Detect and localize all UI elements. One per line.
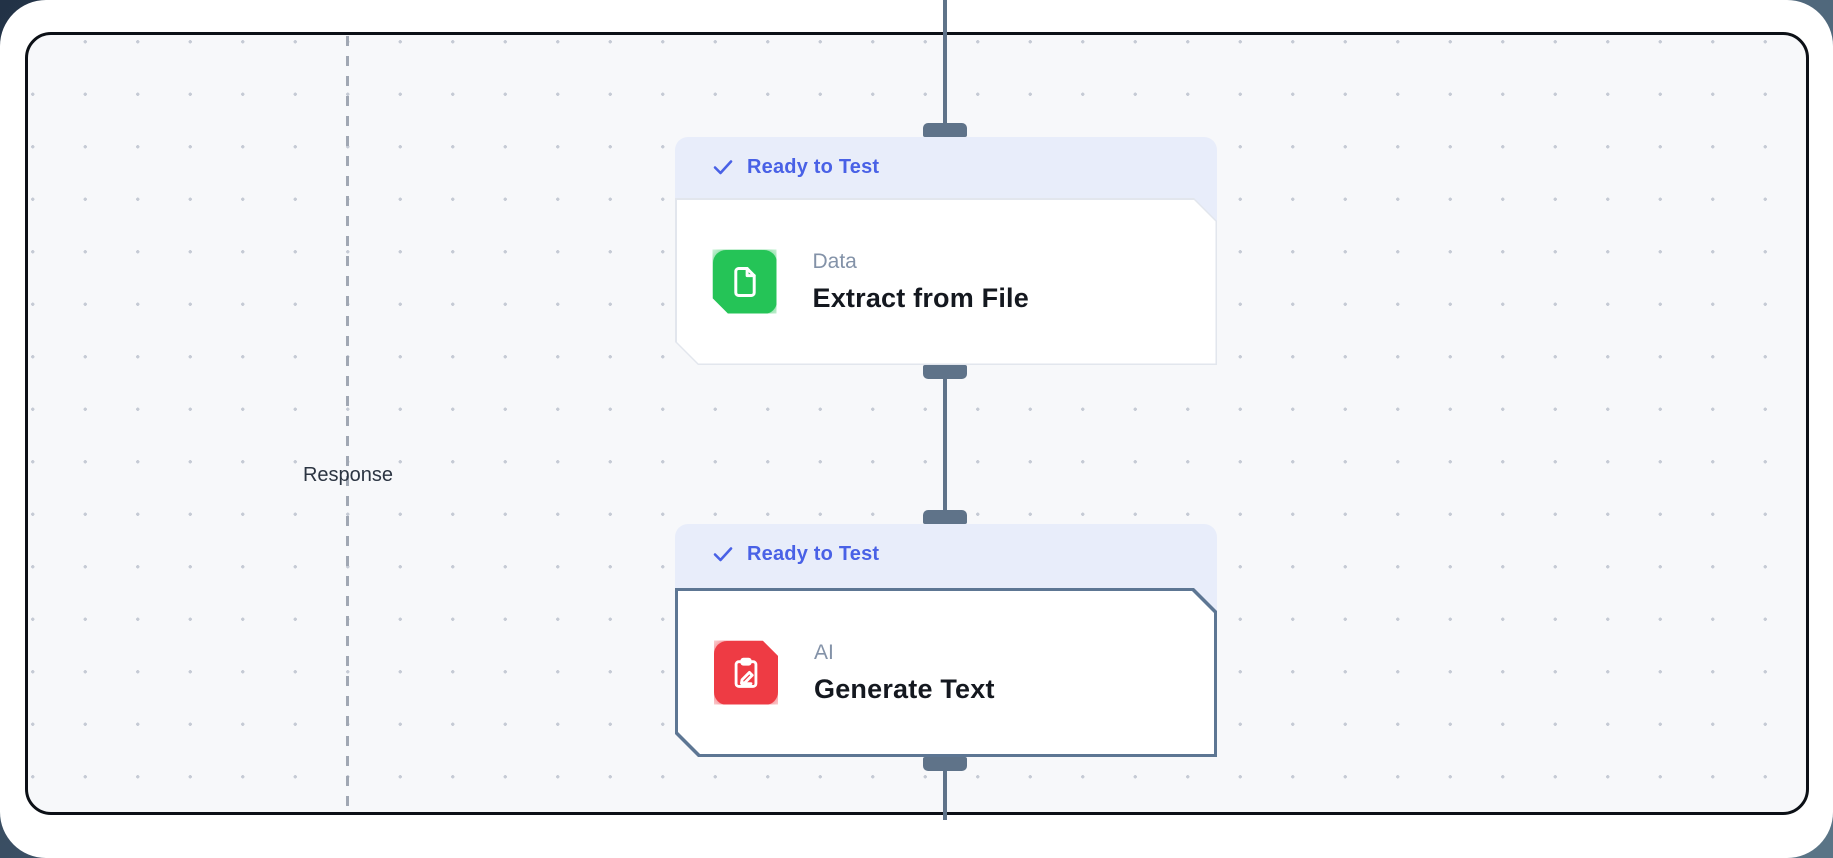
node-category-label: AI (814, 641, 834, 664)
node-category-label: Data (812, 250, 857, 273)
node2-output-handle[interactable] (923, 757, 967, 771)
node1-output-handle[interactable] (923, 365, 967, 379)
node-title: Extract from File (812, 283, 1029, 313)
response-divider-line (346, 36, 349, 811)
connector-edge-middle (943, 379, 947, 511)
connector-edge-bottom (943, 771, 947, 820)
check-icon (713, 547, 733, 562)
node1-input-handle[interactable] (923, 123, 967, 137)
response-label: Response (302, 464, 394, 486)
status-badge-label: Ready to Test (747, 542, 880, 565)
status-badge-label: Ready to Test (747, 155, 880, 178)
file-icon (713, 250, 777, 314)
clipboard-pen-icon (714, 641, 778, 705)
node-title: Generate Text (814, 674, 995, 704)
node-card[interactable]: Data Extract from File (675, 198, 1217, 365)
connector-edge-top (943, 0, 947, 124)
node-card[interactable]: AI Generate Text (675, 588, 1217, 757)
node2-input-handle[interactable] (923, 510, 967, 524)
check-icon (713, 160, 733, 175)
